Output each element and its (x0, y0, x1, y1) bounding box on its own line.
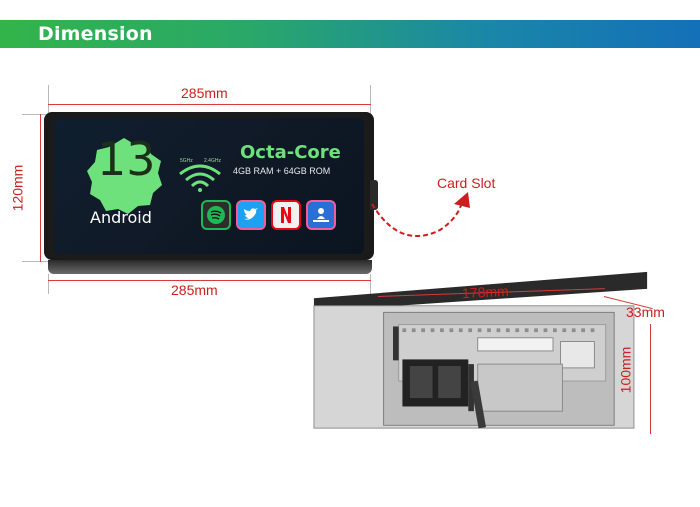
dimension-tick-top (22, 114, 50, 115)
dimension-tick-bottom (22, 261, 50, 262)
back-width-label: 178mm (461, 282, 510, 302)
card-slot-knob (368, 180, 378, 210)
spotify-icon (201, 200, 231, 230)
back-height-label: 100mm (617, 346, 634, 394)
section-title: Dimension (38, 23, 153, 45)
android-version: 13 (97, 132, 156, 186)
card-slot-arrow (371, 192, 470, 238)
wifi-24g-label: 2.4GHz (204, 158, 221, 164)
head-unit-base (48, 260, 372, 274)
section-header: Dimension (0, 20, 700, 48)
back-height-line (650, 324, 651, 434)
front-width-top-label: 285mm (181, 85, 228, 101)
dimension-tick-left-bottom (48, 274, 49, 294)
kindle-icon (306, 200, 336, 230)
dimension-tick-left (48, 85, 49, 115)
front-width-bottom-label: 285mm (171, 282, 218, 298)
head-unit-screen: 13 Android 5GHz 2.4GHz (54, 118, 364, 254)
dimension-tick-right-bottom (370, 274, 371, 294)
wifi-5g-label: 5GHz (180, 158, 193, 164)
dimension-tick-right (370, 85, 371, 115)
back-depth-label: 33mm (626, 304, 665, 320)
android-label: Android (90, 208, 152, 227)
front-height-label: 120mm (9, 164, 26, 212)
front-width-line-bottom (48, 280, 371, 281)
netflix-icon (271, 200, 301, 230)
android-13-badge-icon (87, 138, 162, 214)
memory-label: 4GB RAM + 64GB ROM (233, 166, 331, 176)
head-unit-back-view (313, 271, 648, 429)
front-height-line (40, 114, 41, 262)
card-slot-label: Card Slot (437, 175, 496, 191)
wifi-icon (179, 164, 221, 192)
twitter-icon (236, 200, 266, 230)
cpu-label: Octa-Core (240, 142, 341, 163)
front-width-line-top (48, 104, 371, 105)
